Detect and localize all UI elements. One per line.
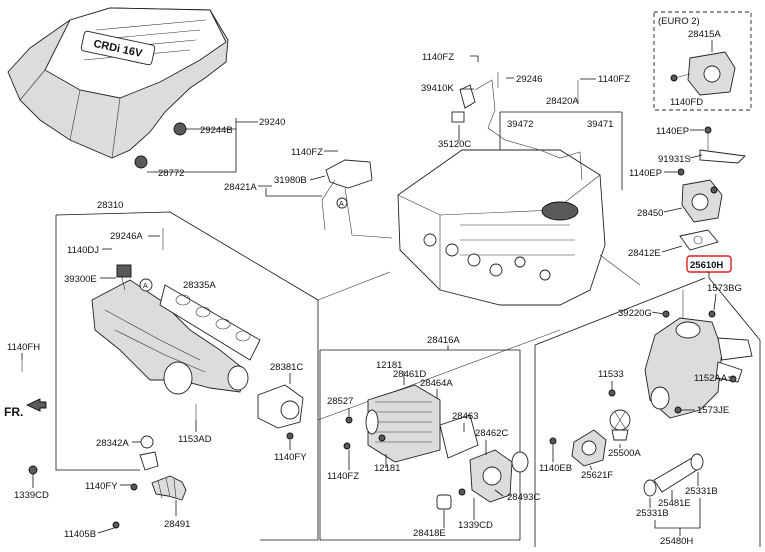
label-28418E: 28418E [413,528,446,539]
label-1140FD: 1140FD [670,97,703,108]
cylinder-head [397,149,606,306]
front-marker: FR. [4,398,47,419]
label-11405B: 11405B [64,529,96,540]
label-28493C: 28493C [507,492,540,503]
label-35120C: 35120C [438,139,471,150]
label-1140DJ: 1140DJ [67,245,99,256]
thermostat-25500A [609,409,631,441]
label-1573BG: 1573BG [707,283,742,294]
label-25331B-a: 25331B [685,486,718,497]
label-39300E: 39300E [64,274,97,285]
sensor-39220G [662,310,670,318]
label-12181-b: 12181 [374,463,400,474]
front-marker-label: FR. [4,405,23,419]
label-29246A: 29246A [110,231,143,242]
label-1140FY-a: 1140FY [274,452,307,463]
label-28463: 28463 [452,411,478,422]
label-1140EB: 1140EB [539,463,572,474]
label-1140FH: 1140FH [7,342,40,353]
label-29246-a: 29246 [516,74,542,85]
cover-logo: CRDi 16V [80,30,156,66]
label-28527: 28527 [327,396,353,407]
label-29244B: 29244B [200,125,233,136]
label-25480H: 25480H [660,536,693,547]
label-28415A: 28415A [688,29,721,40]
label-1140FY-b: 1140FY [85,481,118,492]
stud-bolts [21,228,197,420]
egr-pipe-28491 [112,435,187,529]
label-12181-a: 12181 [376,360,402,371]
label-29240: 29240 [259,117,285,128]
egr-gasket-28412E [679,229,719,251]
label-28381C: 28381C [270,362,303,373]
label-28310: 28310 [97,200,123,211]
euro2-inset [653,11,752,111]
label-28464A: 28464A [420,378,453,389]
label-28462C: 28462C [475,428,508,439]
engine-cover: CRDi 16V [7,7,229,169]
label-31980B: 31980B [274,175,307,186]
label-39471: 39471 [587,119,613,130]
label-1140FZ-c: 1140FZ [291,147,323,158]
label-25481E: 25481E [658,498,691,509]
label-28335A: 28335A [183,280,216,291]
label-25610H: 25610H [690,260,723,271]
label-25621F: 25621F [581,470,613,481]
label-28421A: 28421A [224,182,257,193]
label-1339CD-b: 1339CD [458,520,493,531]
water-outlet-housing [644,290,753,419]
label-39472: 39472 [507,119,533,130]
egr-bracket-91931S [677,126,746,176]
callout-circle-a1: A [339,201,344,208]
label-39220G: 39220G [618,308,652,319]
egr-valve-housing [436,449,529,510]
label-28450: 28450 [637,208,663,219]
label-1153AD: 1153AD [178,434,212,445]
label-1152AA: 1152AA [694,373,728,384]
euro2-note: (EURO 2) [658,16,700,27]
label-28412E: 28412E [628,248,661,259]
label-1140EP-a: 1140EP [656,126,689,137]
label-25331B-b: 25331B [636,508,669,519]
label-1339CD-a: 1339CD [14,490,49,501]
coolant-hose-25480H [643,453,704,497]
label-28772: 28772 [158,168,184,179]
label-1140FZ-a: 1140FZ [422,52,454,63]
label-28461D: 28461D [393,369,426,380]
label-25500A: 25500A [608,448,641,459]
label-1140FZ-b: 1140FZ [598,74,630,85]
label-28491: 28491 [164,519,190,530]
label-1140EP-b: 1140EP [629,168,662,179]
exhaust-manifold: A [91,278,249,395]
label-28420A: 28420A [546,96,579,107]
callout-circle-a2: A [143,283,148,290]
label-11533: 11533 [598,369,624,380]
egr-valve-28450 [681,179,723,223]
label-1140FZ-d: 1140FZ [327,471,359,482]
thermostat-cover-25621F [549,429,607,467]
label-1573JE: 1573JE [697,405,729,416]
wiring-bracket [451,72,583,181]
label-39410K: 39410K [421,83,454,94]
label-28342A: 28342A [96,438,129,449]
egr-cooler-box [319,349,521,541]
label-28416A: 28416A [427,335,460,346]
egr-cooler [343,384,479,463]
manifold-gasket [159,284,261,361]
turbo-flange-28381C [257,384,304,440]
label-91931S: 91931S [658,154,691,165]
sensor-bracket-31980B: A [321,159,393,239]
euro2-egr-valve [670,51,736,96]
